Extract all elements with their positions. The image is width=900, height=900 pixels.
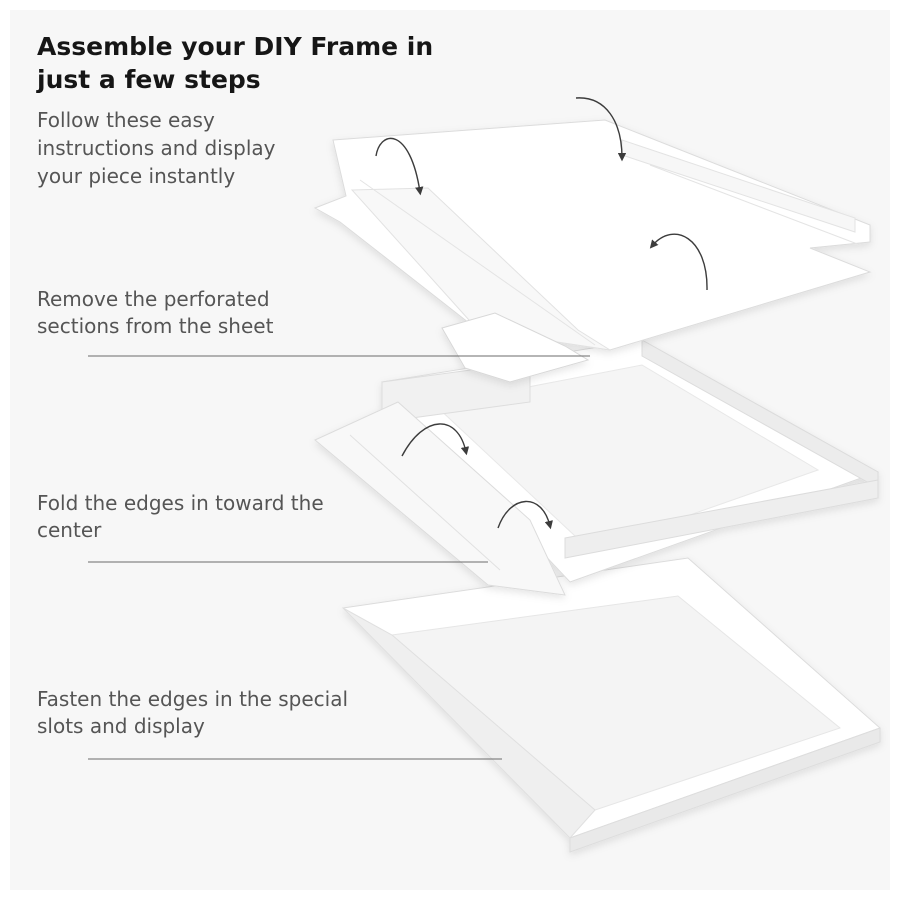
curved-arrow-icon — [575, 97, 627, 162]
frame-illustration — [88, 97, 881, 853]
page-subtitle: Follow these easy instructions and displ… — [37, 108, 276, 188]
page-title: Assemble your DIY Frame in just a few st… — [37, 32, 434, 94]
curved-arrow-icon — [375, 97, 708, 530]
curved-arrow-icon — [649, 233, 708, 291]
folding-frame — [314, 339, 880, 596]
frame-left-wall — [342, 607, 596, 839]
flat-sheet — [313, 119, 872, 383]
fold-crease — [349, 434, 501, 571]
fold-inner — [433, 364, 820, 551]
sheet-crease-1 — [359, 179, 596, 346]
step-fold-label: Fold the edges in toward the center — [37, 491, 324, 542]
fold-left-flap — [314, 401, 566, 596]
perforated-piece — [441, 312, 590, 383]
curved-arrow-icon — [497, 500, 553, 530]
sheet-crease-2 — [649, 164, 861, 246]
step-fasten-label: Fasten the edges in the special slots an… — [37, 687, 349, 738]
curved-arrow-icon — [401, 423, 470, 457]
leader-lines — [88, 355, 590, 760]
curved-arrow-icon — [375, 137, 424, 196]
fold-front-wall — [564, 479, 879, 559]
frame-front-wall — [569, 727, 881, 853]
assembled-frame — [341, 557, 881, 853]
step-remove-label: Remove the perforated sections from the … — [37, 287, 274, 338]
frame-assembly-diagram: Assemble your DIY Frame in just a few st… — [10, 10, 890, 890]
